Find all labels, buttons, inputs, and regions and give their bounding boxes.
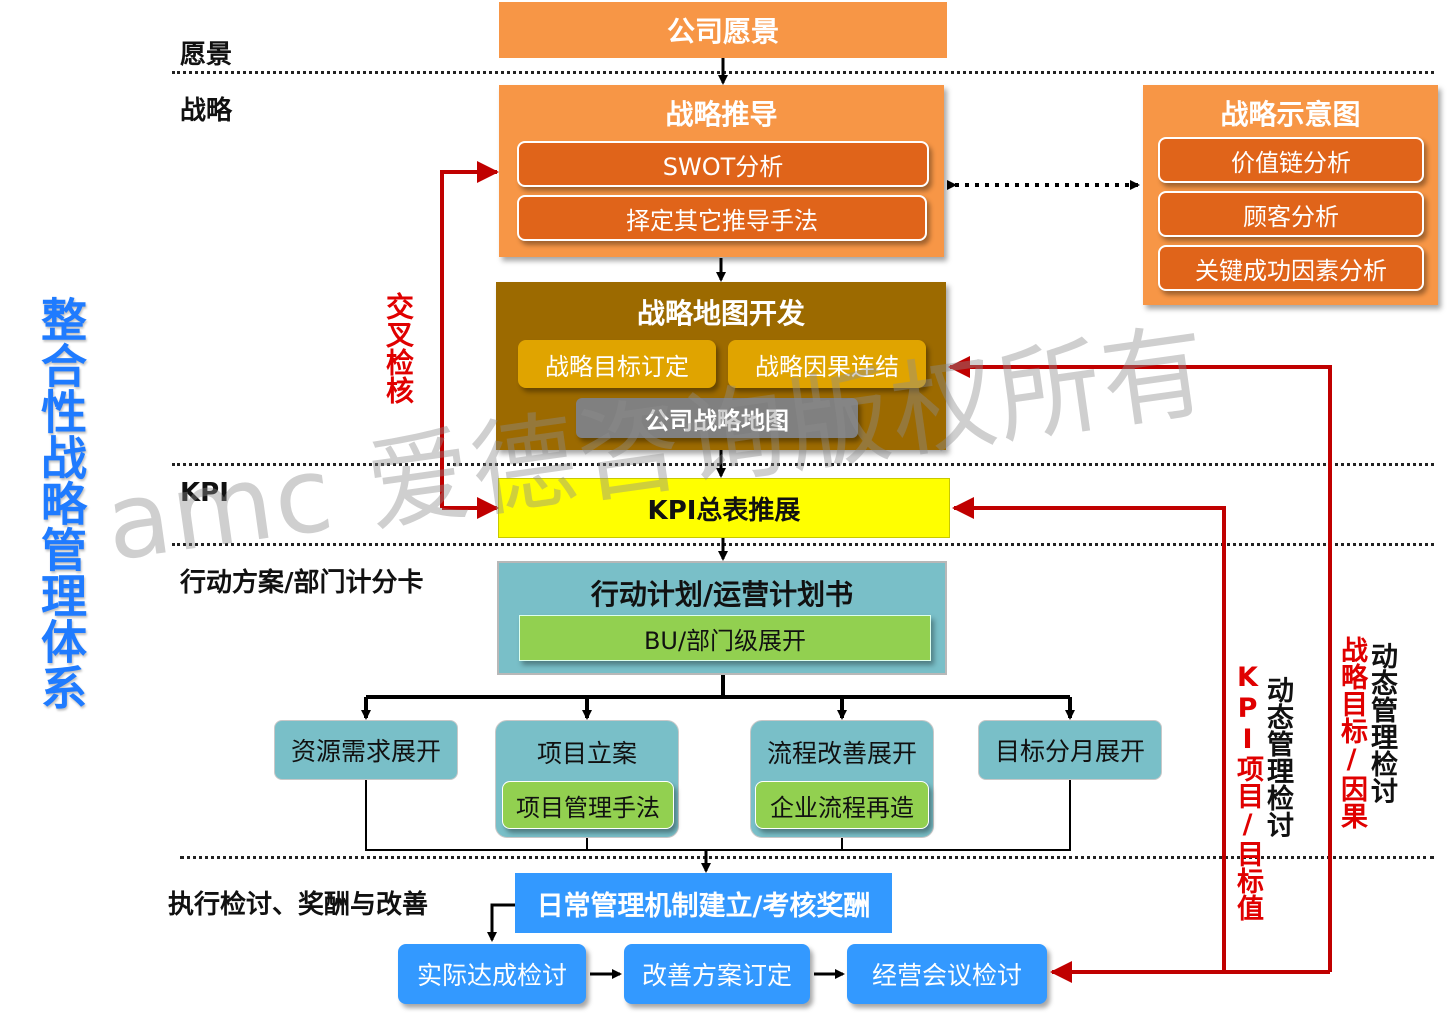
strategy-target-label: 战略目标/因果 — [1336, 636, 1367, 829]
action-plan-title: 行动计划/运营计划书 — [590, 578, 854, 611]
kpi-master-label: KPI总表推展 — [647, 495, 801, 526]
daily-management-box: 日常管理机制建立/考核奖酬 — [515, 873, 892, 933]
arrow-mgmt-to-review — [487, 903, 515, 942]
company-strategy-map: 公司战略地图 — [576, 398, 858, 438]
branch-monthly-targets: 目标分月展开 — [978, 720, 1162, 780]
strategy-map-dev-title: 战略地图开发 — [636, 297, 805, 330]
business-meeting-review: 经营会议检讨 — [847, 944, 1047, 1004]
branch-project-initiation: 项目立案 项目管理手法 — [495, 720, 679, 838]
swot-analysis: SWOT分析 — [517, 141, 929, 187]
project-management-methods: 项目管理手法 — [502, 781, 674, 829]
kpi-master-box: KPI总表推展 — [498, 478, 950, 538]
branch-process-improvement-label: 流程改善展开 — [766, 739, 917, 768]
actual-achievement-review: 实际达成检讨 — [398, 944, 586, 1004]
divider-strategy — [172, 463, 1434, 466]
branch-process-improvement: 流程改善展开 企业流程再造 — [750, 720, 934, 838]
feedback-strategy-loop — [948, 356, 1332, 972]
bu-department-rollout: BU/部门级展开 — [519, 615, 931, 661]
strategic-causal-linking: 战略因果连结 — [728, 340, 926, 388]
improvement-plan-setting: 改善方案订定 — [624, 944, 810, 1004]
level-label-action: 行动方案/部门计分卡 — [180, 568, 424, 598]
vision-box-label: 公司愿景 — [666, 15, 779, 48]
divider-kpi — [172, 543, 1434, 546]
branch-project-initiation-label: 项目立案 — [536, 739, 637, 768]
key-success-factor-analysis: 关键成功因素分析 — [1158, 245, 1424, 291]
merge-line-4 — [706, 780, 1071, 851]
divider-vision — [172, 71, 1434, 74]
branch-resource-demand: 资源需求展开 — [274, 720, 458, 780]
feedback-kpi-loop — [952, 497, 1226, 972]
vision-box: 公司愿景 — [499, 2, 947, 58]
kpi-target-label: KPI项目/目标值 — [1232, 662, 1263, 921]
divider-action — [180, 856, 1434, 859]
strategy-derivation-title: 战略推导 — [665, 98, 778, 131]
level-label-vision: 愿景 — [180, 40, 233, 70]
action-plan-box: 行动计划/运营计划书 BU/部门级展开 — [497, 561, 947, 675]
strategy-dynamic-review-label: 动态管理检讨 — [1366, 642, 1397, 804]
cross-check-arrow-top — [440, 161, 499, 508]
customer-analysis: 顾客分析 — [1158, 191, 1424, 237]
strategic-objective-setting: 战略目标订定 — [518, 340, 716, 388]
strategy-diagram-box: 战略示意图 价值链分析 顾客分析 关键成功因素分析 — [1143, 85, 1438, 305]
strategy-map-dev-box: 战略地图开发 战略目标订定 战略因果连结 公司战略地图 — [496, 282, 946, 450]
daily-management-label: 日常管理机制建立/考核奖酬 — [536, 890, 871, 922]
cross-check-label: 交叉检核 — [382, 292, 415, 404]
branch-monthly-targets-label: 目标分月展开 — [994, 737, 1145, 766]
strategy-diagram-title: 战略示意图 — [1220, 98, 1361, 131]
other-derivation-methods: 择定其它推导手法 — [517, 195, 927, 241]
system-title: 整合性战略管理体系 — [34, 296, 88, 710]
value-chain-analysis: 价值链分析 — [1158, 137, 1424, 183]
merge-line-1 — [365, 780, 706, 851]
level-label-exec: 执行检讨、奖酬与改善 — [168, 890, 429, 920]
kpi-dynamic-review-label: 动态管理检讨 — [1262, 676, 1293, 838]
level-label-strategy: 战略 — [180, 96, 233, 126]
strategy-derivation-box: 战略推导 SWOT分析 择定其它推导手法 — [499, 85, 944, 257]
level-label-kpi: KPI — [180, 478, 229, 508]
branch-resource-demand-label: 资源需求展开 — [290, 737, 441, 766]
business-process-reengineering: 企业流程再造 — [755, 781, 929, 829]
